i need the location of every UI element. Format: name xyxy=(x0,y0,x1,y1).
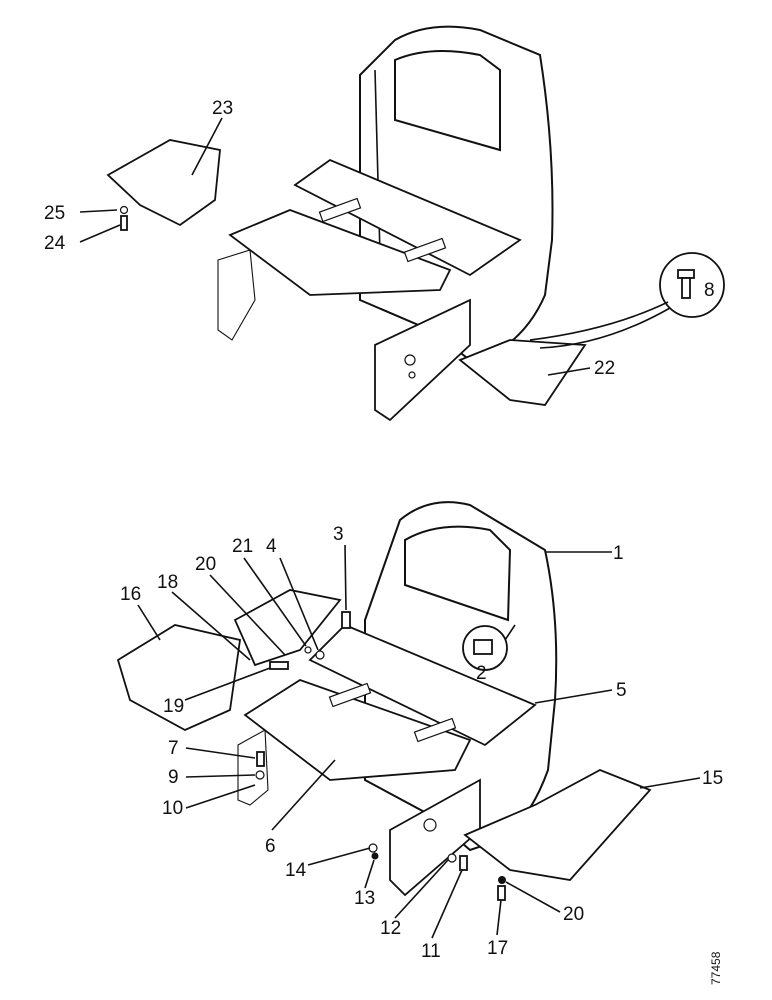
callout-6: 6 xyxy=(265,836,276,857)
callout-labels: 23 25 24 8 22 3 4 21 1 20 18 16 2 5 19 7… xyxy=(44,98,723,985)
leader-3 xyxy=(344,544,347,611)
leader-10 xyxy=(185,784,256,809)
leader-9 xyxy=(185,774,256,778)
callout-19: 19 xyxy=(163,696,184,717)
part-14-washer xyxy=(368,843,378,853)
lower-assembly xyxy=(116,501,652,901)
leader-4 xyxy=(279,557,319,651)
callout-12: 12 xyxy=(380,918,401,939)
callout-20-upper: 20 xyxy=(195,554,216,575)
callout-17: 17 xyxy=(487,938,508,959)
upper-floor-plate-rear xyxy=(293,158,522,277)
part-11-bolt xyxy=(459,855,468,871)
leader-25 xyxy=(79,209,118,213)
part-23-plate xyxy=(106,139,221,227)
callout-23: 23 xyxy=(212,98,233,119)
leader-5 xyxy=(534,689,613,704)
callout-24: 24 xyxy=(44,233,66,254)
part-5-floor-plate xyxy=(308,623,537,747)
leader-6 xyxy=(271,759,336,831)
upper-side-panel xyxy=(374,298,471,422)
leader-12 xyxy=(394,859,449,919)
part-19-bolt xyxy=(269,661,289,670)
part-20-nut xyxy=(498,876,506,884)
callout-4: 4 xyxy=(266,536,277,557)
leader-lines xyxy=(79,117,701,939)
callout-5: 5 xyxy=(616,680,627,701)
callout-22: 22 xyxy=(594,358,615,379)
part-8-bolt-icon xyxy=(681,277,691,299)
lower-side-panel xyxy=(389,778,481,897)
upper-window-opening xyxy=(394,50,501,152)
callout-15: 15 xyxy=(702,768,723,789)
leader-20-upper xyxy=(209,574,286,656)
leader-19 xyxy=(184,667,271,701)
part-18-plate xyxy=(233,589,342,667)
upper-floor-plate-front xyxy=(228,209,452,296)
callout-11: 11 xyxy=(421,941,441,962)
lower-left-bracket xyxy=(237,729,269,806)
leader-15 xyxy=(639,777,701,789)
part-17-bolt xyxy=(497,885,506,901)
callout-20-lower: 20 xyxy=(563,904,584,925)
leader-17 xyxy=(496,899,502,936)
leader-7 xyxy=(185,747,256,759)
callout-2: 2 xyxy=(476,663,487,684)
part-21-nut xyxy=(304,646,312,654)
leader-21 xyxy=(243,557,307,647)
callout-21: 21 xyxy=(232,536,253,557)
part-25-washer xyxy=(119,205,129,215)
part-24-bolt xyxy=(120,215,128,231)
callout-18: 18 xyxy=(157,572,178,593)
leader-20-lower xyxy=(505,881,561,913)
leader-24 xyxy=(79,224,121,243)
lower-window-opening xyxy=(404,525,512,622)
callout-25: 25 xyxy=(44,203,65,224)
leader-18 xyxy=(171,591,251,661)
leader-11 xyxy=(431,869,463,939)
part-4-washer xyxy=(315,650,325,660)
upper-assembly xyxy=(106,25,725,422)
part-22-step xyxy=(458,339,587,406)
part-9-washer xyxy=(255,770,265,780)
callout-13: 13 xyxy=(354,888,375,909)
leader-13 xyxy=(364,859,375,889)
part-15-step xyxy=(463,769,652,881)
callout-3: 3 xyxy=(333,524,344,545)
callout-10: 10 xyxy=(162,798,183,819)
leader-22 xyxy=(547,367,591,376)
detail-circle-8 xyxy=(659,252,725,318)
part-6-floor-plate xyxy=(243,679,472,781)
upper-left-bracket xyxy=(217,249,256,341)
callout-14: 14 xyxy=(285,860,307,881)
leader-16 xyxy=(137,604,161,641)
part-3-bolt xyxy=(341,611,351,629)
drawing-reference-number: 77458 xyxy=(709,951,723,985)
callout-8: 8 xyxy=(704,280,715,301)
part-12-washer xyxy=(447,853,457,863)
leader-14 xyxy=(307,847,371,866)
callout-7: 7 xyxy=(168,738,179,759)
part-16-plate xyxy=(116,624,242,732)
callout-1: 1 xyxy=(613,543,624,564)
callout-9: 9 xyxy=(168,767,179,788)
callout-16: 16 xyxy=(120,584,141,605)
leader-23 xyxy=(191,117,223,176)
part-7-bolt xyxy=(256,751,265,767)
part-13-nut xyxy=(371,852,379,860)
